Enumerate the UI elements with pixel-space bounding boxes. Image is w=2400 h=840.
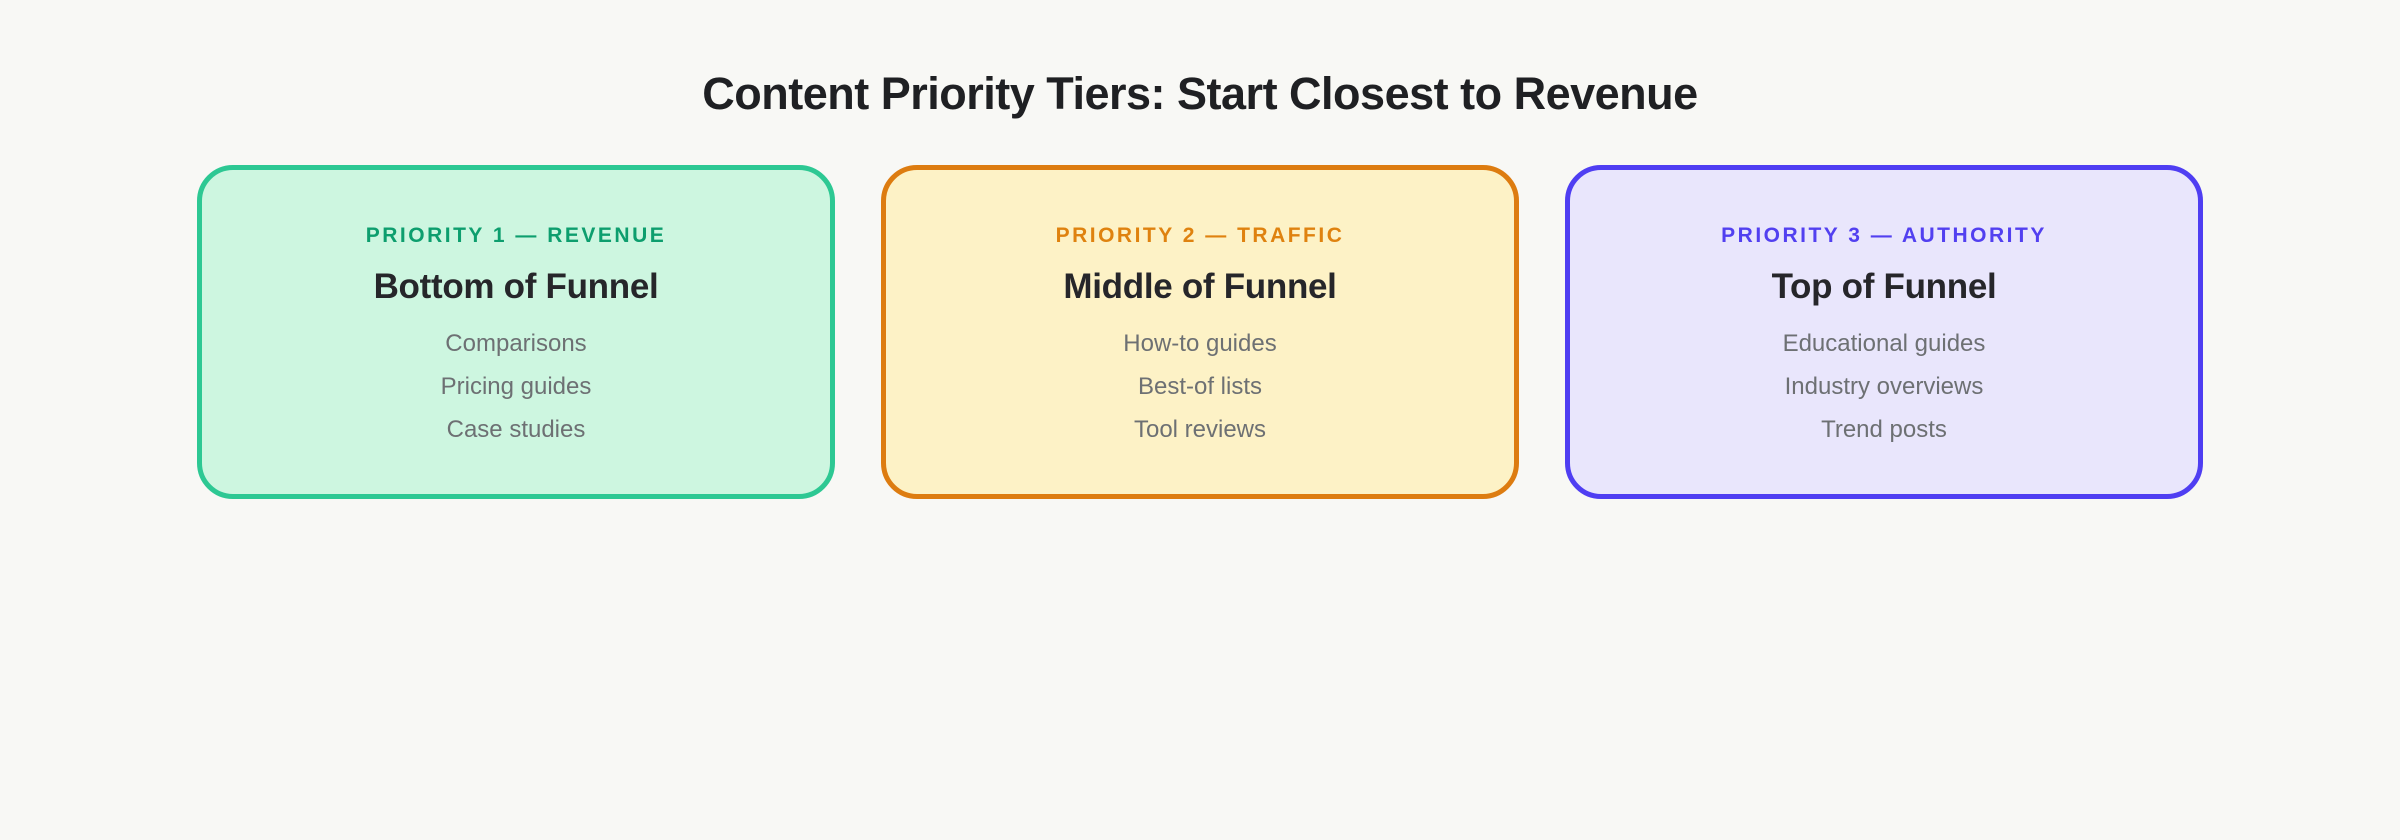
tier-item: Trend posts	[1821, 416, 1947, 443]
tier-label: PRIORITY 3 — AUTHORITY	[1721, 224, 2047, 247]
tier-card-traffic: PRIORITY 2 — TRAFFIC Middle of Funnel Ho…	[881, 165, 1519, 499]
tier-heading: Top of Funnel	[1771, 267, 1997, 306]
tier-item: Pricing guides	[440, 373, 592, 400]
tier-item: Comparisons	[445, 330, 587, 357]
tier-item: Tool reviews	[1133, 416, 1267, 443]
tier-item-list: Comparisons Pricing guides Case studies	[441, 322, 592, 451]
page-title: Content Priority Tiers: Start Closest to…	[702, 68, 1698, 119]
tier-item: How-to guides	[1123, 330, 1277, 357]
tier-heading: Bottom of Funnel	[373, 267, 659, 306]
tier-item: Industry overviews	[1784, 373, 1984, 400]
tier-heading: Middle of Funnel	[1063, 267, 1337, 306]
tier-item: Case studies	[446, 416, 586, 443]
tier-item-list: Educational guides Industry overviews Tr…	[1783, 322, 1986, 451]
tier-item: Educational guides	[1782, 330, 1986, 357]
tier-label: PRIORITY 1 — REVENUE	[365, 224, 667, 247]
tier-item-list: How-to guides Best-of lists Tool reviews	[1123, 322, 1276, 451]
tier-item: Best-of lists	[1137, 373, 1262, 400]
tier-label: PRIORITY 2 — TRAFFIC	[1055, 224, 1345, 247]
tier-card-revenue: PRIORITY 1 — REVENUE Bottom of Funnel Co…	[197, 165, 835, 499]
tier-cards-row: PRIORITY 1 — REVENUE Bottom of Funnel Co…	[0, 165, 2400, 499]
tier-card-authority: PRIORITY 3 — AUTHORITY Top of Funnel Edu…	[1565, 165, 2203, 499]
